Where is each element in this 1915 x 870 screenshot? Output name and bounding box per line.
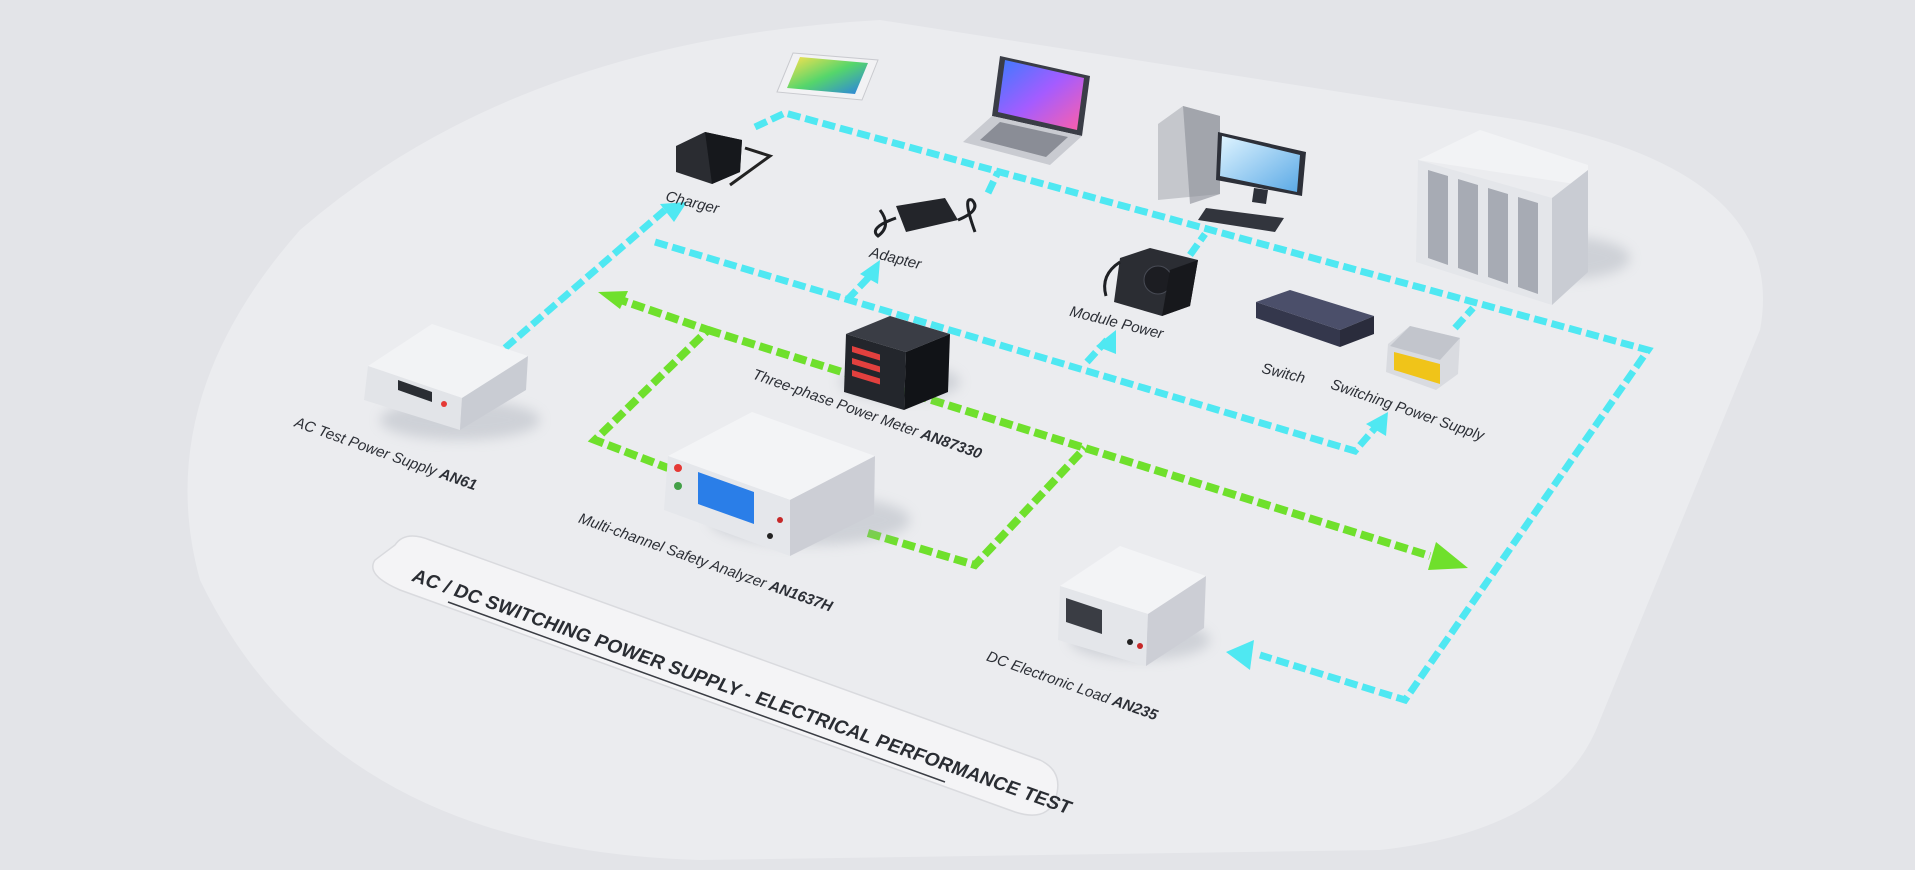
meter-display-1 bbox=[852, 345, 880, 361]
green-arrowheads bbox=[598, 291, 1468, 570]
switching-psu-icon bbox=[1386, 326, 1460, 390]
green-flow-lines bbox=[587, 294, 1432, 570]
charger-icon bbox=[676, 132, 774, 187]
three-phase-power-meter-icon bbox=[840, 316, 960, 410]
desktop-pc-icon bbox=[1158, 106, 1306, 232]
title-underline bbox=[447, 601, 946, 783]
module-power-icon bbox=[1103, 248, 1198, 316]
ac-test-power-supply-icon bbox=[364, 324, 540, 440]
meter-display-3 bbox=[852, 369, 880, 385]
adapter-icon bbox=[873, 198, 977, 238]
cyan-arrowheads bbox=[660, 202, 1388, 670]
cyan-flow-lines bbox=[502, 109, 1654, 705]
dc-electronic-load-icon bbox=[1058, 546, 1210, 666]
safety-analyzer-icon bbox=[664, 412, 910, 556]
laptop-icon bbox=[963, 56, 1090, 165]
meter-display-2 bbox=[852, 357, 880, 373]
server-cabinet-icon bbox=[1416, 130, 1630, 305]
title-plaque bbox=[372, 535, 1059, 816]
tablet-icon bbox=[776, 52, 879, 101]
network-switch-icon bbox=[1256, 290, 1374, 347]
